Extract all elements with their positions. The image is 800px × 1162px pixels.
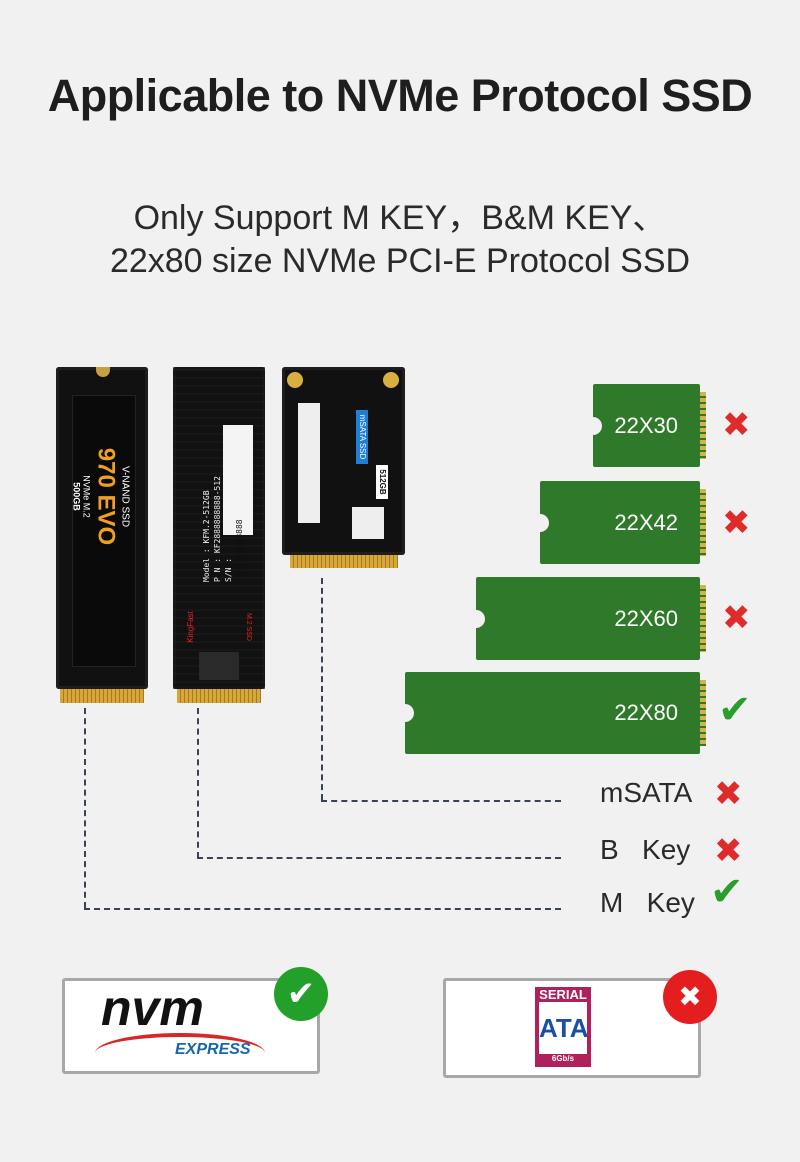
nvme-logo-sub: EXPRESS	[175, 1041, 251, 1058]
ssd-tag: M.2 SSD	[245, 612, 252, 641]
ssd-pn-line: P N : KF2888888888-512	[213, 476, 222, 582]
ssd-samsung-970-evo: V-NAND SSD 970 EVO NVMe M.2 500GB	[56, 367, 148, 689]
connector-line-mkey	[84, 708, 86, 908]
ssd-1-connector	[60, 689, 144, 703]
connector-line-msata-h	[321, 800, 561, 802]
size-card-22x80: 22X80	[396, 672, 706, 754]
interface-label-msata: mSATA	[600, 777, 693, 808]
connector-line-bkey	[197, 708, 199, 858]
check-badge-icon: ✔	[274, 967, 328, 1021]
connector-line-mkey-h	[84, 908, 561, 910]
ssd-msata: mSATA SSD 512GB	[282, 367, 405, 555]
sata-logo-top: SERIAL	[539, 987, 587, 1002]
subtitle-line-2: 22x80 size NVMe PCI-E Protocol SSD	[109, 242, 691, 280]
cross-badge-icon: ✖	[663, 970, 717, 1024]
sata-logo-box: SERIAL ATA 6Gb/s	[443, 978, 701, 1078]
connector-line-msata	[321, 578, 323, 800]
cross-icon: ✖	[714, 775, 743, 813]
subtitle-line-1: Only Support M KEY，B&M KEY、	[133, 199, 667, 237]
ssd-type: NVMe M.2	[81, 475, 92, 518]
interface-label-bkey: B Key	[600, 834, 691, 865]
msata-label: mSATA SSD	[356, 410, 368, 464]
cross-icon: ✖	[722, 504, 751, 542]
sata-logo-speed: 6Gb/s	[551, 1054, 575, 1063]
ssd-capacity: 500GB	[71, 482, 82, 511]
ssd-model: 970 EVO	[92, 447, 120, 546]
ssd-3-connector	[290, 555, 398, 568]
ssd-kingfast: Model : KFM.2-512GB P N : KF2888888888-5…	[173, 367, 265, 689]
cross-icon: ✖	[722, 406, 751, 444]
msata-capacity: 512GB	[376, 465, 388, 499]
check-icon: ✔	[710, 870, 744, 914]
ssd-brand: KingFast	[186, 611, 195, 643]
size-label: 22X60	[614, 605, 678, 631]
page-title: Applicable to NVMe Protocol SSD	[47, 70, 753, 121]
check-icon: ✔	[718, 688, 752, 732]
size-label: 22X42	[614, 509, 678, 535]
size-card-22x60: 22X60	[467, 577, 706, 660]
connector-line-bkey-h	[197, 857, 561, 859]
nvme-logo-text: nvm	[101, 980, 204, 1036]
size-card-22x42: 22X42	[531, 481, 706, 564]
size-label: 22X30	[614, 412, 678, 438]
cross-icon: ✖	[714, 832, 743, 870]
sata-logo-main: ATA	[539, 1002, 589, 1054]
ssd-2-connector	[177, 689, 261, 703]
ssd-brand-line: V-NAND SSD	[119, 465, 131, 528]
cross-icon: ✖	[722, 599, 751, 637]
size-label: 22X80	[614, 700, 678, 725]
interface-label-mkey: M Key	[600, 887, 695, 918]
ssd-model-line: Model : KFM.2-512GB	[202, 490, 211, 582]
ssd-serial: Y190309208888	[235, 519, 244, 582]
size-card-22x30: 22X30	[584, 384, 706, 467]
ssd-sn-line: S/N :	[224, 557, 233, 582]
